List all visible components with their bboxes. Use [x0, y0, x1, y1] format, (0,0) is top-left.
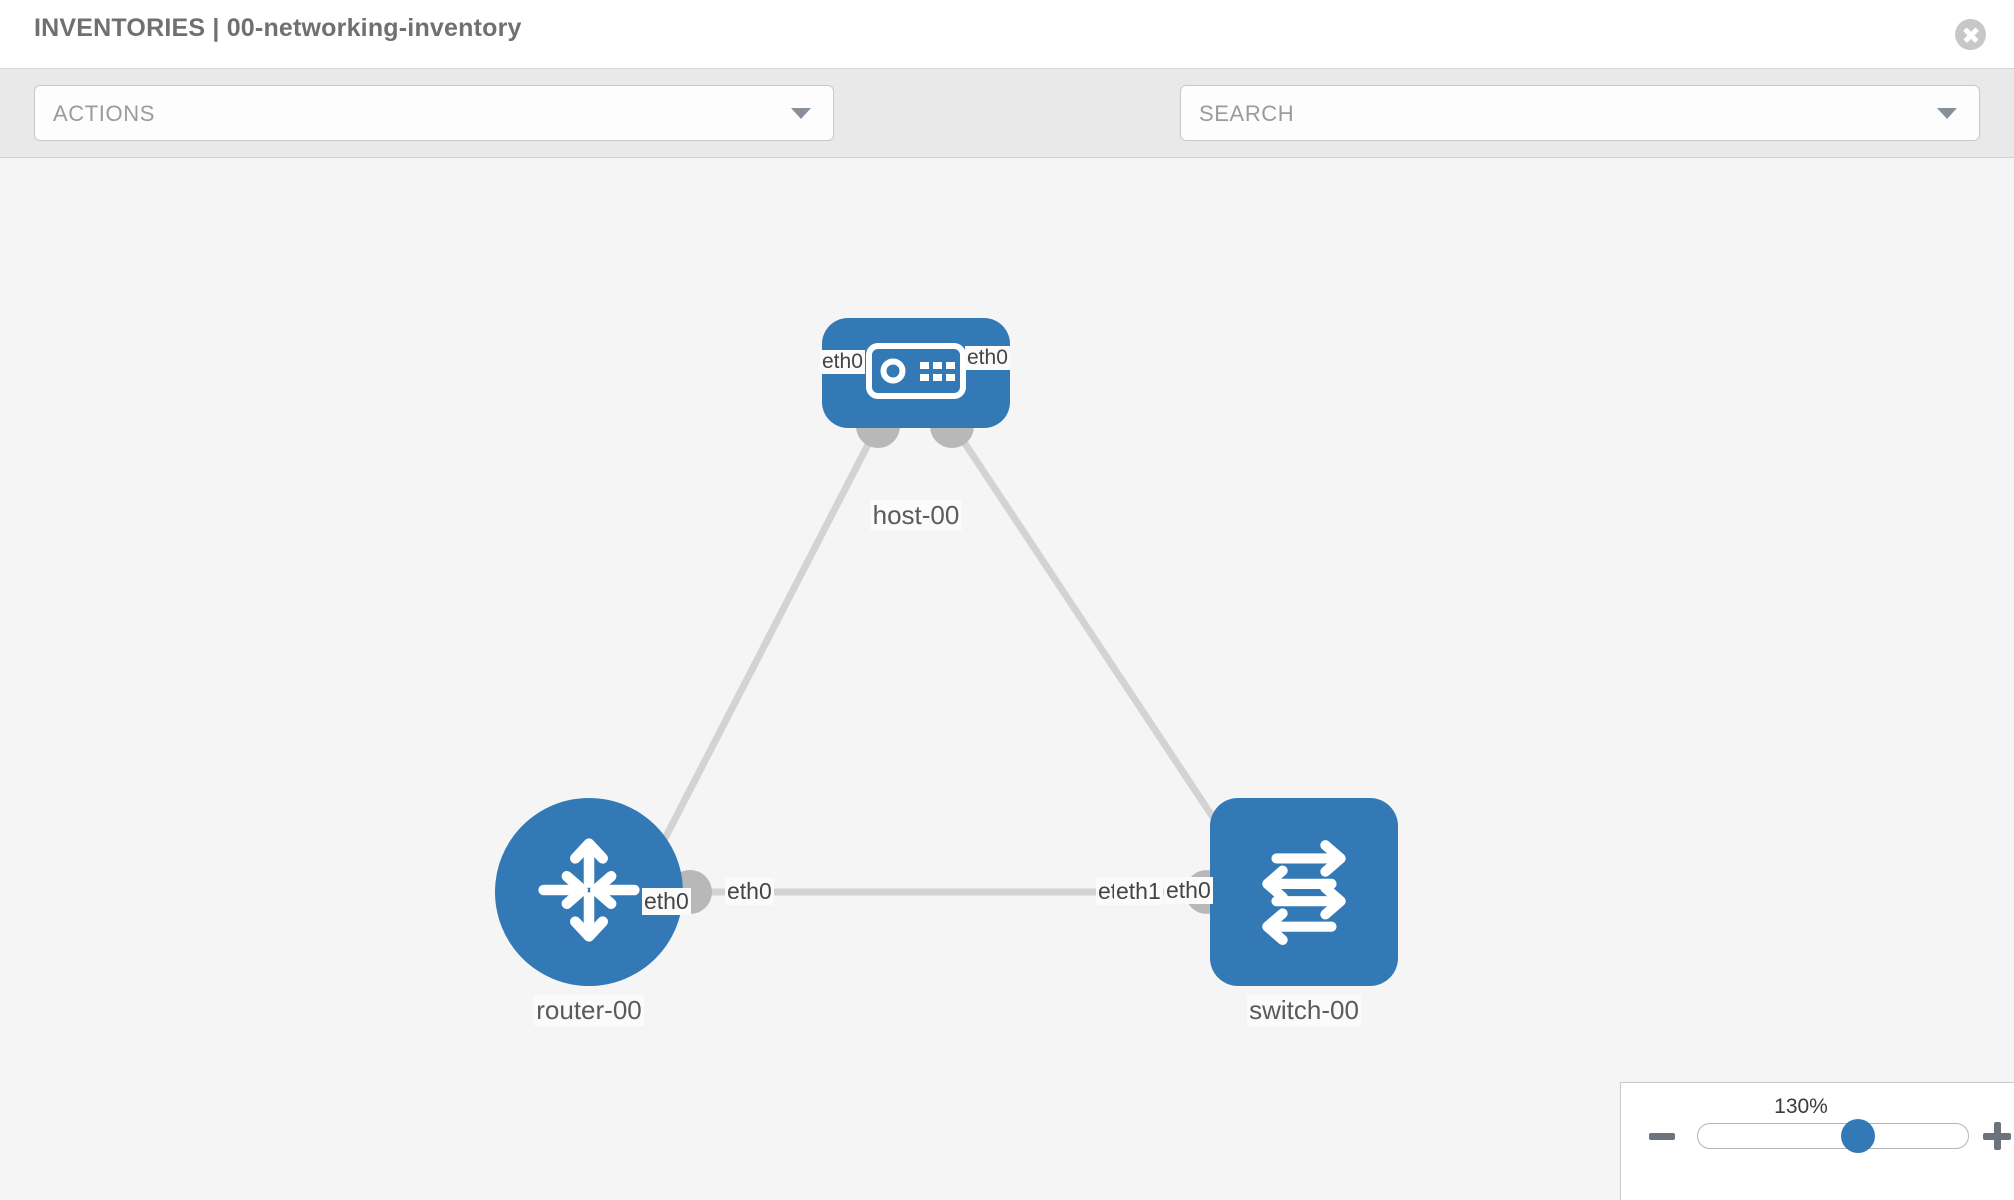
edge-router-host — [656, 431, 878, 850]
zoom-slider-thumb[interactable] — [1841, 1119, 1875, 1153]
close-icon[interactable] — [1955, 19, 1986, 50]
plus-icon-vertical — [1993, 1122, 2001, 1150]
page-title: INVENTORIES | 00-networking-inventory — [34, 14, 522, 42]
plus-icon[interactable] — [1983, 1122, 2011, 1150]
edge-label-host-right: eth0 — [965, 346, 1010, 370]
topology-canvas[interactable]: host-00 — [0, 158, 2014, 1200]
minus-icon[interactable] — [1649, 1133, 1675, 1140]
search-input[interactable]: SEARCH — [1180, 85, 1980, 141]
host-node-label: host-00 — [870, 500, 962, 531]
actions-dropdown-label: ACTIONS — [53, 101, 155, 126]
switch-node-label: switch-00 — [1247, 995, 1361, 1026]
router-node-label: router-00 — [534, 995, 644, 1026]
edge-label-switch-eth1: eth1 — [1114, 878, 1163, 905]
edge-host-switch — [955, 431, 1243, 860]
switch-arrows-icon — [1248, 834, 1360, 951]
router-arrows-icon — [531, 832, 647, 953]
zoom-control-panel: 130% — [1620, 1082, 2014, 1200]
zoom-slider[interactable] — [1697, 1119, 1969, 1153]
edge-label-router-uplink: eth0 — [642, 888, 691, 915]
actions-dropdown[interactable]: ACTIONS — [34, 85, 834, 141]
edge-label-host-left: eth0 — [820, 350, 865, 374]
app-header: INVENTORIES | 00-networking-inventory — [0, 0, 2014, 68]
search-placeholder: SEARCH — [1199, 101, 1295, 126]
edge-label-switch-uplink: eth0 — [1164, 877, 1213, 904]
toolbar: ACTIONS SEARCH — [0, 68, 2014, 202]
switch-node-shape[interactable] — [1210, 798, 1398, 986]
topology-graph — [656, 404, 1265, 914]
chevron-down-icon — [791, 108, 811, 119]
zoom-level-readout: 130% — [1774, 1095, 1828, 1118]
chevron-down-icon[interactable] — [1937, 108, 1957, 119]
edge-label-router-eth0: eth0 — [725, 878, 774, 905]
server-icon — [866, 342, 966, 404]
